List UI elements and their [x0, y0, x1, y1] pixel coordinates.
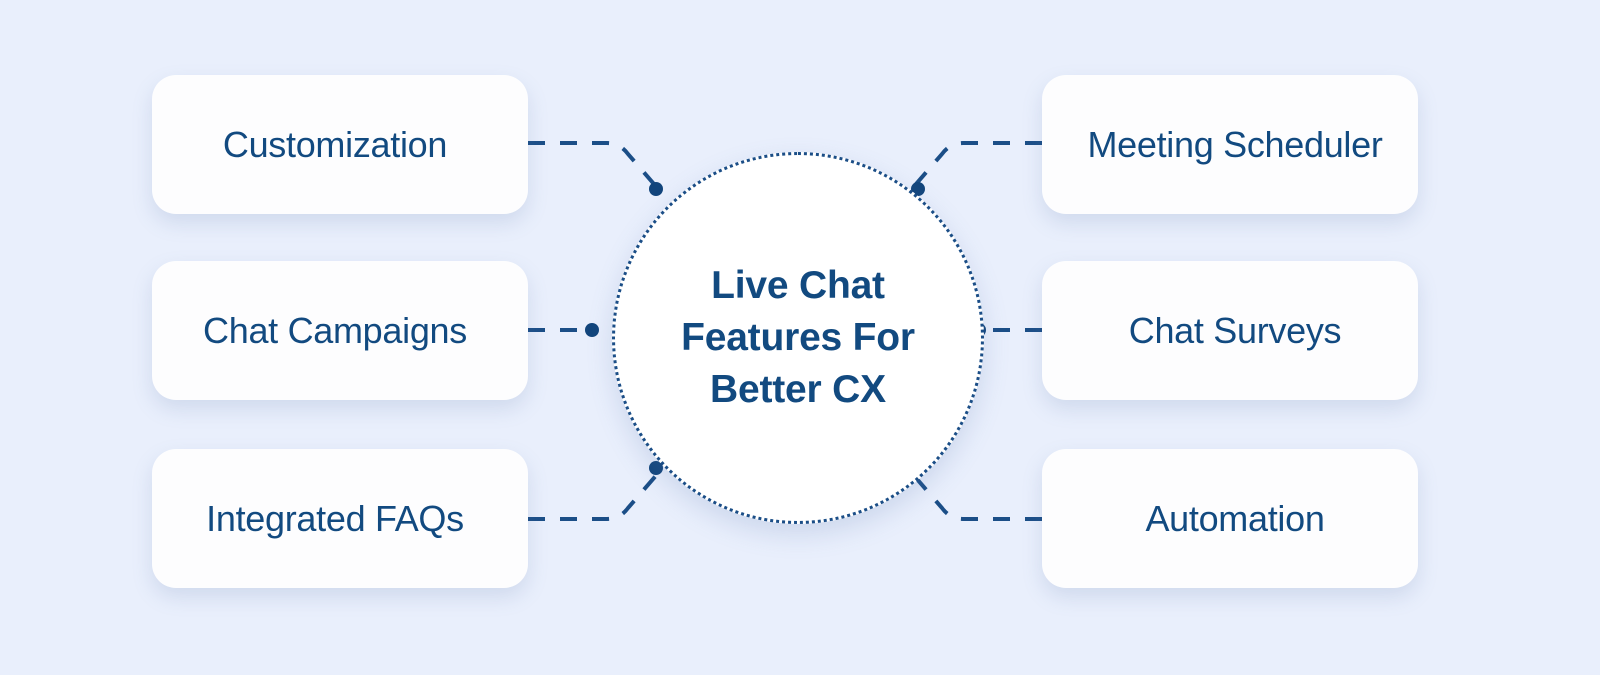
card-integrated-faqs[interactable]: Integrated FAQs: [152, 449, 528, 588]
card-label-automation: Automation: [1145, 497, 1325, 539]
card-chat-surveys[interactable]: Chat Surveys: [1042, 261, 1418, 400]
card-meeting-scheduler[interactable]: Meeting Scheduler: [1042, 75, 1418, 214]
card-label-customization: Customization: [222, 123, 448, 165]
card-label-meeting-scheduler: Meeting Scheduler: [1087, 123, 1383, 165]
connector-meeting-scheduler: [908, 141, 1042, 193]
card-label-chat-campaigns: Chat Campaigns: [203, 309, 467, 351]
connector-customization: [528, 141, 662, 193]
hub-circle: Live Chat Features For Better CX: [612, 152, 984, 524]
card-automation[interactable]: Automation: [1042, 449, 1418, 588]
connector-automation: [908, 469, 1042, 521]
connector-integrated-faqs: [528, 469, 662, 521]
hub-title: Live Chat Features For Better CX: [681, 263, 915, 412]
node-dot-customization: [649, 182, 663, 196]
card-label-chat-surveys: Chat Surveys: [1128, 309, 1342, 351]
node-dot-chat-campaigns: [585, 323, 599, 337]
card-label-integrated-faqs: Integrated FAQs: [206, 497, 464, 539]
card-chat-campaigns[interactable]: Chat Campaigns: [152, 261, 528, 400]
card-customization[interactable]: Customization: [152, 75, 528, 214]
